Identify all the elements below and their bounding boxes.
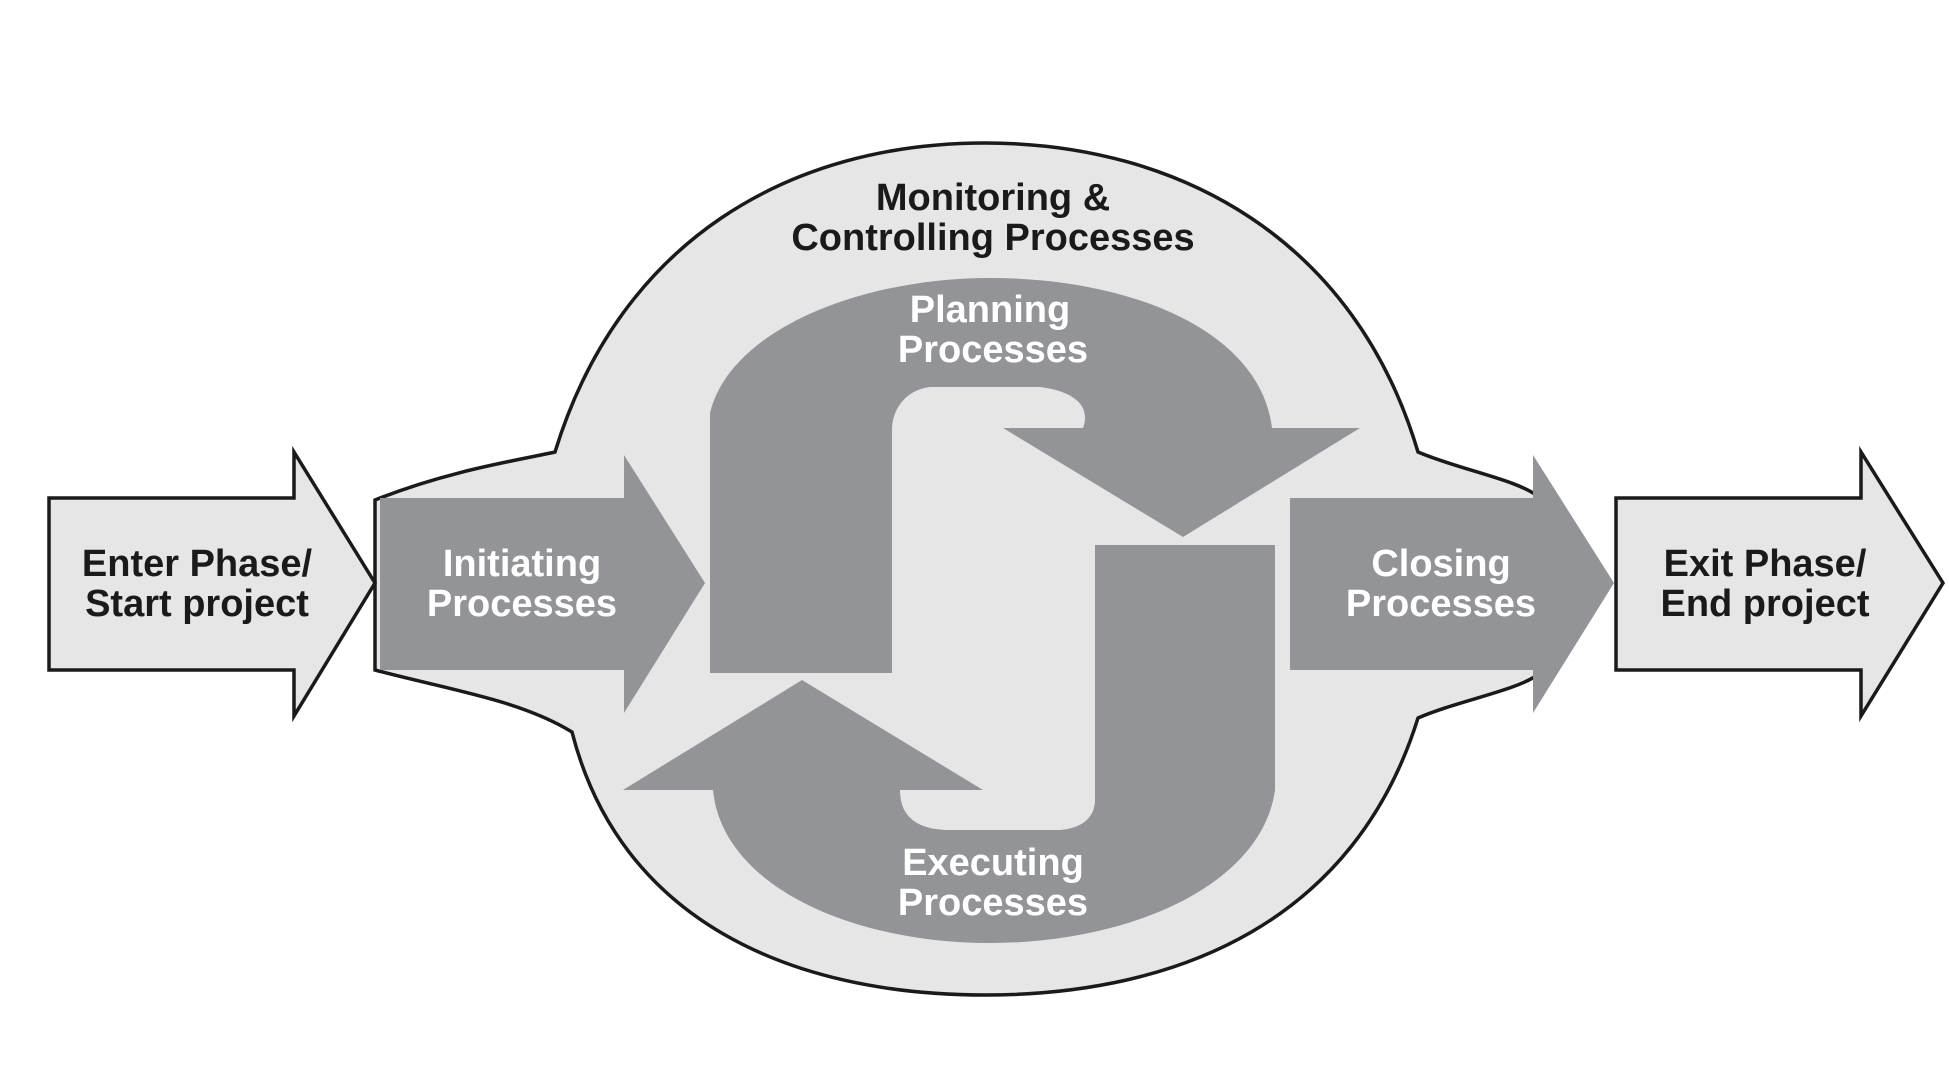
- monitoring-label-line1: Monitoring &: [876, 177, 1110, 219]
- exit-label-line2: End project: [1660, 583, 1869, 625]
- planning-arrow: [710, 278, 1360, 673]
- exit-phase-arrow: [1614, 445, 1946, 723]
- initiating-label-line1: Initiating: [443, 543, 601, 585]
- exit-label-line1: Exit Phase/: [1664, 543, 1867, 585]
- executing-label-line1: Executing: [902, 842, 1084, 884]
- monitoring-label-line2: Controlling Processes: [791, 217, 1194, 259]
- planning-label-line1: Planning: [910, 289, 1070, 331]
- closing-label-line2: Processes: [1346, 583, 1536, 625]
- initiating-label-line2: Processes: [427, 583, 617, 625]
- enter-label-line1: Enter Phase/: [82, 543, 313, 585]
- closing-label-line1: Closing: [1371, 543, 1510, 585]
- executing-label-line2: Processes: [898, 882, 1088, 924]
- initiating-arrow: [380, 455, 705, 713]
- closing-arrow: [1290, 455, 1614, 713]
- planning-label-line2: Processes: [898, 329, 1088, 371]
- enter-label-line2: Start project: [85, 583, 309, 625]
- enter-phase-arrow: [47, 445, 378, 723]
- executing-arrow: [623, 545, 1275, 943]
